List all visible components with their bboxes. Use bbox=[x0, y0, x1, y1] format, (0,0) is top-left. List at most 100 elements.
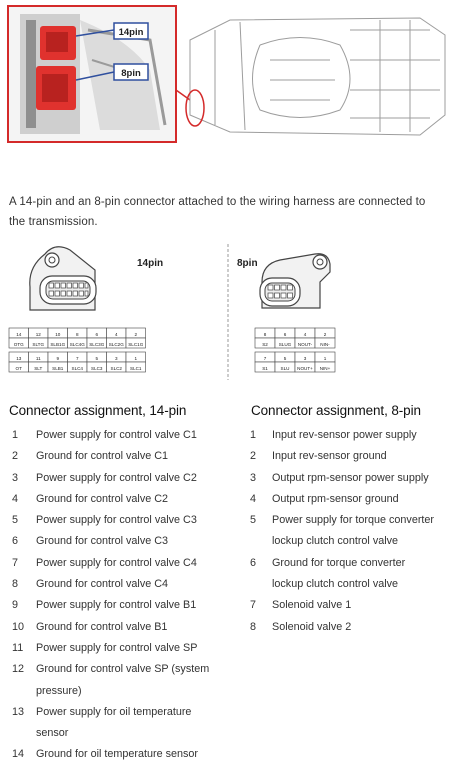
item-text: Ground for control valve C4 bbox=[36, 578, 169, 591]
pin-number: 14 bbox=[16, 332, 22, 337]
pin-label: OT bbox=[16, 366, 23, 371]
item-number: 4 bbox=[12, 492, 19, 505]
item-text: Ground for oil temperature sensor bbox=[36, 748, 199, 761]
item-text: Power supply for control valve C1 bbox=[36, 429, 197, 441]
pin-number: 1 bbox=[324, 356, 327, 361]
connector-8pin-red bbox=[36, 66, 76, 110]
item-number: 4 bbox=[250, 492, 257, 505]
list-item: 11 Power supply for control valve SP bbox=[6, 638, 246, 659]
connector-14pin-red bbox=[40, 26, 76, 60]
list-item: 8 Solenoid valve 2 bbox=[244, 617, 449, 638]
item-text-continuation: sensor bbox=[36, 727, 69, 740]
item-text: Input rev-sensor ground bbox=[272, 450, 387, 463]
pin-label: SLUG bbox=[279, 342, 292, 347]
list-item: 5 Power supply for torque converter bbox=[244, 510, 449, 531]
item-text: Power supply for control valve C3 bbox=[36, 514, 197, 527]
callout-label-8: 8pin bbox=[121, 68, 141, 79]
pin-number: 9 bbox=[56, 356, 59, 361]
pin-number: 6 bbox=[284, 332, 287, 337]
pin-label-cell bbox=[125, 337, 146, 349]
pin-number: 12 bbox=[36, 332, 42, 337]
pin-label-cell bbox=[314, 361, 336, 373]
item-number: 8 bbox=[12, 578, 19, 591]
pin-number: 5 bbox=[284, 356, 287, 361]
pin-label: NIN- bbox=[320, 342, 330, 347]
pin-number: 8 bbox=[264, 332, 267, 337]
pin-number: 2 bbox=[324, 332, 327, 337]
item-text-continuation: lockup clutch control valve bbox=[272, 535, 399, 548]
list-item: 7 Power supply for control valve C4 bbox=[6, 553, 246, 574]
item-number: 5 bbox=[12, 514, 19, 527]
item-text: Output rpm-sensor ground bbox=[272, 492, 399, 505]
connector-14pin-face: 14pin bbox=[29, 246, 163, 311]
location-highlight bbox=[185, 89, 205, 127]
pin-label: OTG bbox=[14, 342, 24, 347]
pin-label: SLU bbox=[281, 366, 290, 371]
item-number: 3 bbox=[12, 471, 19, 484]
item-number: 11 bbox=[12, 641, 24, 654]
connector-8pin-face: 8pin bbox=[237, 253, 331, 309]
heading-14pin: Connector assignment, 14-pin bbox=[9, 403, 187, 418]
pin-label: NOUT+ bbox=[297, 366, 313, 371]
list-item: 3 Power supply for control valve C2 bbox=[6, 468, 246, 489]
pin-label: SLC4 bbox=[72, 366, 84, 371]
item-text: Ground for control valve B1 bbox=[36, 620, 168, 633]
pin-label: SLC3G bbox=[89, 342, 104, 347]
item-number: 3 bbox=[250, 471, 257, 484]
list-item-continuation: sensor bbox=[6, 723, 246, 744]
pin-number: 3 bbox=[115, 356, 118, 361]
pin-number: 3 bbox=[304, 356, 307, 361]
pin-label: SLC2 bbox=[111, 366, 123, 371]
list-item: 13 Power supply for oil temperature bbox=[6, 702, 246, 723]
pin-number: 4 bbox=[115, 332, 118, 337]
list-item: 8 Ground for control valve C4 bbox=[6, 574, 246, 595]
pin-number: 13 bbox=[16, 356, 22, 361]
item-text: Power supply for torque converter bbox=[272, 514, 435, 527]
item-number: 8 bbox=[250, 620, 257, 633]
pin-number: 7 bbox=[76, 356, 79, 361]
item-text: Power supply for control valve SP bbox=[36, 641, 198, 654]
item-number: 13 bbox=[12, 705, 25, 718]
heading-8pin: Connector assignment, 8-pin bbox=[251, 403, 421, 418]
intro-paragraph: A 14-pin and an 8-pin connector attached… bbox=[9, 196, 426, 228]
item-text: Power supply for control valve C4 bbox=[36, 556, 197, 569]
pin-number: 2 bbox=[134, 332, 137, 337]
item-text: Power supply for control valve C2 bbox=[36, 471, 197, 484]
list-item-continuation: lockup clutch control valve bbox=[244, 574, 449, 595]
pin-label: NIN+ bbox=[320, 366, 331, 371]
pin-number: 1 bbox=[134, 356, 137, 361]
pin-number: 4 bbox=[304, 332, 307, 337]
item-text-continuation: pressure) bbox=[36, 684, 82, 697]
pin-label-cell bbox=[125, 361, 146, 373]
list-item-continuation: pressure) bbox=[6, 681, 246, 702]
item-number: 5 bbox=[250, 514, 257, 527]
pin-label: SLC1 bbox=[130, 366, 142, 371]
item-text: Solenoid valve 1 bbox=[272, 599, 352, 612]
pinout-grid-14: 14OTG12SLTG10SLB1G8SLC4G6SLC3G4SLC2G2SLC… bbox=[8, 327, 146, 373]
item-text: Power supply for oil temperature bbox=[36, 705, 192, 718]
item-number: 9 bbox=[12, 599, 19, 612]
item-text: Ground for control valve C1 bbox=[36, 450, 169, 463]
item-text: Solenoid valve 2 bbox=[272, 620, 352, 633]
item-text: Output rpm-sensor power supply bbox=[272, 471, 429, 484]
item-number: 1 bbox=[12, 429, 19, 441]
pin-number: 8 bbox=[76, 332, 79, 337]
transmission-illustration: 14pin 8pin bbox=[7, 5, 446, 143]
item-number: 7 bbox=[12, 556, 19, 569]
list-item: 1 Power supply for control valve C1 bbox=[6, 425, 246, 446]
item-number: 2 bbox=[12, 450, 19, 463]
pin-label: SLC1G bbox=[128, 342, 143, 347]
pin-label: SLC4G bbox=[70, 342, 85, 347]
pin-number: 6 bbox=[95, 332, 98, 337]
pin-label: SLT bbox=[34, 366, 42, 371]
pin-label: SLB1 bbox=[52, 366, 64, 371]
pin-label: SLB1G bbox=[50, 342, 65, 347]
pin-number: 10 bbox=[55, 332, 61, 337]
